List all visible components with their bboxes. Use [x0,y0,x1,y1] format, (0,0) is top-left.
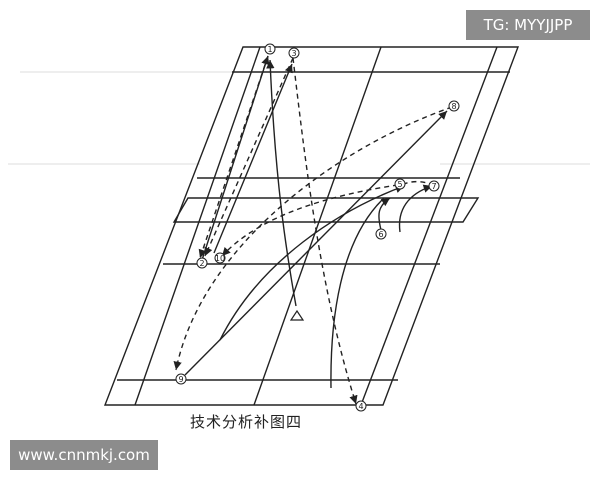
svg-text:6: 6 [378,230,383,239]
shot-to-6 [378,197,391,231]
court-lines [103,46,520,406]
marker-4: 4 [355,400,367,412]
figure-caption: 技术分析补图四 [190,413,303,431]
svg-text:1: 1 [267,45,272,54]
svg-text:10: 10 [215,254,225,263]
shot-3-to-upper [213,63,293,254]
marker-7: 7 [428,180,440,192]
svg-text:7: 7 [431,182,436,191]
svg-text:4: 4 [358,402,363,411]
watermark-site-badge: www.cnnmkj.com [10,440,158,470]
marker-6: 6 [375,228,387,240]
shot-dash-5-to-10 [221,184,399,257]
shot-long-curve [219,185,405,341]
svg-text:8: 8 [451,102,456,111]
dashed-shots [173,55,453,405]
shot-triangle-to-1 [266,59,297,307]
svg-text:2: 2 [199,259,204,268]
shot-dash-3-to-2 [204,57,294,257]
svg-text:5: 5 [397,180,402,189]
shot-9-to-8 [184,110,448,376]
marker-1: 1 [264,43,276,55]
position-markers: 1 3 8 5 7 6 2 [175,43,460,412]
inner-sideline-left [134,46,261,406]
watermark-tg-badge: TG: MYYJJPP [466,10,590,40]
svg-text:3: 3 [291,49,296,58]
court-outer-boundary [103,46,520,406]
shot-hook-7 [398,184,433,233]
marker-9: 9 [175,373,187,385]
player-triangle-icon [289,309,305,321]
shot-lower-curve [330,197,385,389]
marker-2: 2 [196,257,208,269]
svg-text:9: 9 [178,375,183,384]
marker-10: 10 [214,252,226,264]
center-line [253,46,382,406]
shot-dash-3-to-4 [292,57,358,405]
marker-5: 5 [394,178,406,190]
scan-noise [8,71,590,165]
shot-2-to-1 [201,55,270,261]
shot-dash-8-to-9 [173,106,453,371]
inner-sideline-right [360,46,498,406]
marker-8: 8 [448,100,460,112]
marker-3: 3 [288,47,300,59]
